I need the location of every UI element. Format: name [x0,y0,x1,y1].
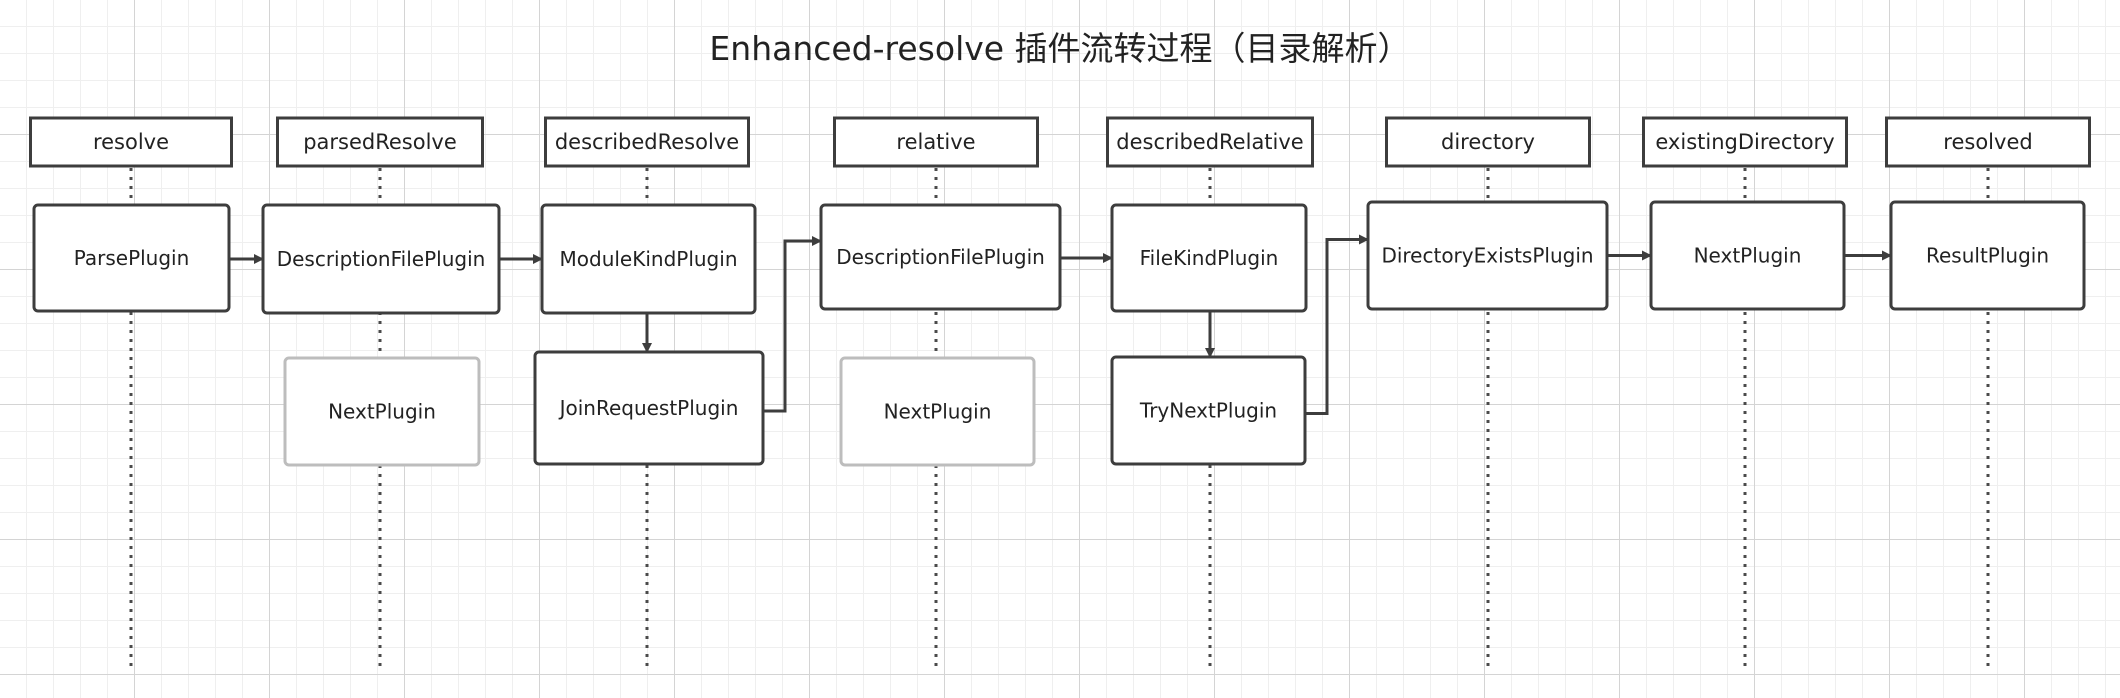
hook-existingDirectory: existingDirectory [1642,116,1848,168]
plugin-join: JoinRequestPlugin [533,350,765,466]
plugin-parse: ParsePlugin [32,203,231,313]
plugin-result: ResultPlugin [1889,200,2086,311]
plugin-box [1889,200,2086,311]
plugin-label: ResultPlugin [1926,244,2049,268]
flow-arrow-trynext-to-direxists [1305,234,1369,415]
hook-relative: relative [833,116,1039,168]
plugin-box [261,203,501,315]
hook-label: existingDirectory [1655,130,1834,154]
plugin-label: DescriptionFilePlugin [277,247,486,271]
plugin-box [283,356,481,467]
plugin-desc2: DescriptionFilePlugin [819,203,1062,311]
hook-box [29,116,233,168]
hook-box [276,116,484,168]
plugin-next3: NextPlugin [1649,200,1846,311]
hook-label: parsedResolve [303,130,457,154]
plugin-label: FileKindPlugin [1140,246,1279,270]
plugin-next2: NextPlugin [839,356,1036,467]
plugin-next1: NextPlugin [283,356,481,467]
plugin-label: DescriptionFilePlugin [836,245,1045,269]
plugin-direxists: DirectoryExistsPlugin [1366,200,1609,311]
plugin-box [1110,355,1307,466]
hook-describedResolve: describedResolve [544,116,750,168]
hook-headers: resolve parsedResolve describedResolve rela… [29,116,2091,168]
plugin-label: NextPlugin [328,400,436,424]
plugin-box [839,356,1036,467]
plugin-trynext: TryNextPlugin [1110,355,1307,466]
hook-box [544,116,750,168]
plugin-box [540,203,757,315]
hook-label: relative [896,130,975,154]
plugin-label: DirectoryExistsPlugin [1381,244,1593,268]
plugin-modkind: ModuleKindPlugin [540,203,757,315]
plugin-desc1: DescriptionFilePlugin [261,203,501,315]
hook-box [1106,116,1314,168]
plugin-box [533,350,765,466]
hook-resolved: resolved [1885,116,2091,168]
hook-label: describedResolve [555,130,739,154]
hook-box [1385,116,1591,168]
plugin-box [32,203,231,313]
plugin-filekind: FileKindPlugin [1110,203,1308,313]
plugin-box [819,203,1062,311]
plugin-box [1366,200,1609,311]
flow-connectors [229,234,1892,415]
plugin-label: ParsePlugin [74,246,190,270]
plugin-box [1649,200,1846,311]
hook-parsedResolve: parsedResolve [276,116,484,168]
hook-directory: directory [1385,116,1591,168]
plugin-label: NextPlugin [1694,244,1802,268]
plugin-label: JoinRequestPlugin [558,396,739,420]
hook-resolve: resolve [29,116,233,168]
hook-label: directory [1441,130,1535,154]
hook-box [833,116,1039,168]
plugin-box [1110,203,1308,313]
plugin-label: ModuleKindPlugin [560,247,738,271]
hook-box [1885,116,2091,168]
hook-box [1642,116,1848,168]
hook-describedRelative: describedRelative [1106,116,1314,168]
flow-arrow-join-to-desc2 [763,236,822,413]
diagram-title: Enhanced-resolve 插件流转过程（目录解析） [709,29,1410,68]
plugin-label: NextPlugin [884,400,992,424]
plugin-label: TryNextPlugin [1139,399,1277,423]
hook-label: resolved [1943,130,2032,154]
hook-label: describedRelative [1116,130,1303,154]
hook-label: resolve [93,130,169,154]
